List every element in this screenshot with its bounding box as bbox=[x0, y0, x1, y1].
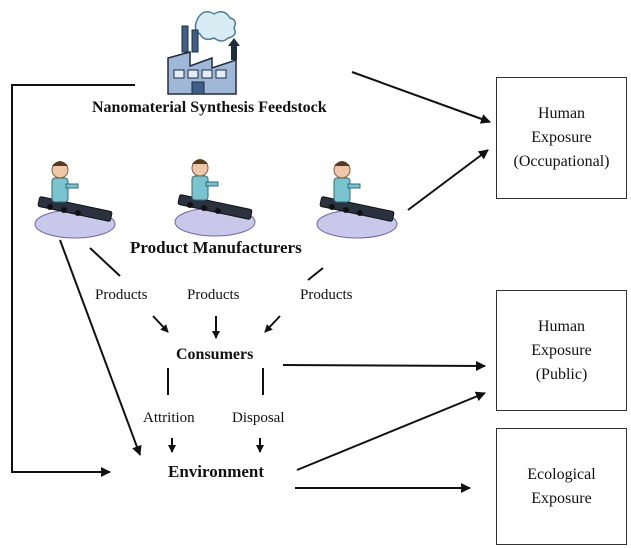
box-line: Exposure bbox=[531, 129, 592, 146]
worker-to-environment-arrow bbox=[59, 239, 142, 456]
attrition-label: Attrition bbox=[143, 410, 195, 426]
manufacturer-right-line bbox=[307, 267, 324, 281]
manufacturers-to-occupational-arrow bbox=[407, 149, 489, 211]
box-line: Human bbox=[537, 105, 586, 122]
box-line: Human bbox=[537, 317, 586, 335]
products-label-left: Products bbox=[95, 287, 148, 303]
products-right-to-consumers-arrow bbox=[264, 315, 281, 333]
manufacturer-left-line bbox=[89, 247, 121, 277]
box-line: Ecological bbox=[527, 465, 596, 483]
ecological-exposure-box: Ecological Exposure bbox=[496, 428, 627, 545]
products-label-center: Products bbox=[187, 287, 240, 303]
box-line: Exposure bbox=[531, 341, 592, 359]
feedstock-to-environment-line bbox=[11, 84, 135, 477]
products-left-to-consumers-arrow bbox=[152, 315, 169, 333]
factory-icon bbox=[160, 8, 250, 98]
manufacturers-label: Product Manufacturers bbox=[130, 238, 302, 257]
worker-icon bbox=[30, 152, 120, 242]
human-exposure-public-box: Human Exposure (Public) bbox=[496, 290, 627, 411]
box-line: Exposure bbox=[531, 489, 592, 507]
box-line: (Public) bbox=[535, 365, 588, 383]
human-exposure-occupational-box: Human Exposure (Occupational) bbox=[496, 77, 627, 199]
consumers-to-public-arrow bbox=[282, 360, 486, 371]
box-line: (Occupational) bbox=[513, 153, 610, 170]
disposal-label: Disposal bbox=[232, 410, 285, 426]
environment-to-public-arrow bbox=[296, 391, 486, 471]
worker-icon bbox=[312, 152, 402, 242]
consumers-label: Consumers bbox=[176, 346, 254, 363]
worker-icon bbox=[170, 150, 260, 240]
feedstock-to-occupational-arrow bbox=[351, 71, 491, 124]
feedstock-label: Nanomaterial Synthesis Feedstock bbox=[92, 99, 327, 116]
products-label-right: Products bbox=[300, 287, 353, 303]
environment-label: Environment bbox=[168, 462, 265, 481]
